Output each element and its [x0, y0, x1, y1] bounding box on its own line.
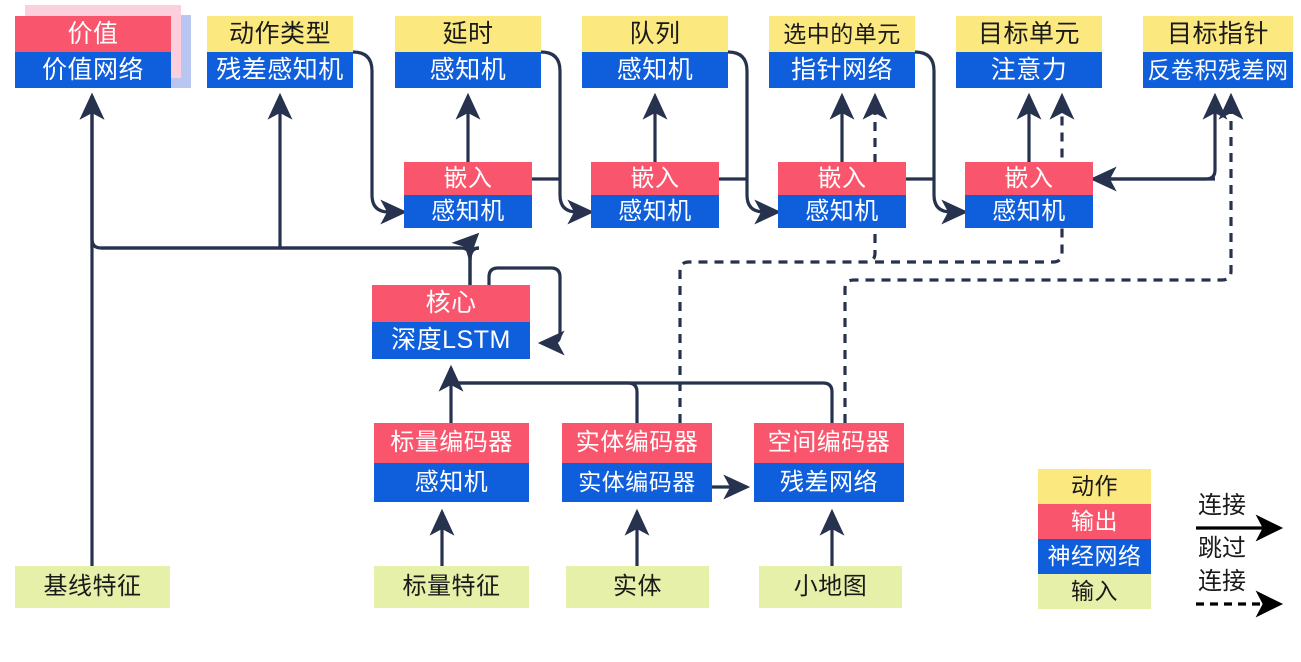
- output-node-selected-units[interactable]: 选中的单元 指针网络: [769, 16, 915, 88]
- output-node-delay-network: 感知机: [395, 52, 541, 88]
- embedding-node-4[interactable]: 嵌入 感知机: [965, 162, 1093, 228]
- output-node-target-point-action: 目标指针: [1143, 16, 1293, 52]
- encoder-node-entity[interactable]: 实体编码器 实体编码器: [562, 423, 712, 502]
- encoder-node-scalar-bottom: 感知机: [374, 463, 529, 502]
- input-node-scalar-features[interactable]: 标量特征: [374, 566, 529, 608]
- input-node-baseline-features[interactable]: 基线特征: [15, 566, 170, 608]
- edge-embed4-to-target-point: [1093, 92, 1228, 181]
- output-node-selected-units-action: 选中的单元: [769, 16, 915, 52]
- legend-swatch-network: 神经网络: [1038, 539, 1151, 574]
- legend-skip-label-line2: 连接: [1198, 568, 1246, 595]
- legend-swatch-output: 输出: [1038, 504, 1151, 539]
- embedding-node-4-top: 嵌入: [965, 162, 1093, 195]
- embedding-node-2-top: 嵌入: [591, 162, 719, 195]
- output-node-target-point-network: 反卷积残差网: [1143, 52, 1293, 88]
- embedding-node-2[interactable]: 嵌入 感知机: [591, 162, 719, 228]
- edge-core-bus-corner: [468, 246, 480, 261]
- output-node-target-point[interactable]: 目标指针 反卷积残差网: [1143, 16, 1293, 88]
- encoder-node-spatial-top: 空间编码器: [754, 423, 904, 463]
- encoder-node-entity-bottom: 实体编码器: [562, 463, 712, 502]
- edge-core-to-embed1-curve: [468, 236, 475, 248]
- embedding-node-1-top: 嵌入: [404, 162, 532, 195]
- edge-core-bus-right-stub: [468, 246, 480, 285]
- output-node-value[interactable]: 价值 价值网络: [15, 16, 171, 88]
- encoder-node-scalar[interactable]: 标量编码器 感知机: [374, 423, 529, 502]
- input-node-baseline-features-label: 基线特征: [15, 566, 170, 608]
- input-node-entities-label: 实体: [566, 566, 709, 608]
- edge-spatial-encoder-to-core: [449, 368, 834, 423]
- input-node-scalar-features-label: 标量特征: [374, 566, 529, 608]
- embedding-node-3-bottom: 感知机: [778, 195, 906, 228]
- output-node-action-type[interactable]: 动作类型 残差感知机: [207, 16, 353, 88]
- embedding-node-2-bottom: 感知机: [591, 195, 719, 228]
- output-node-queue-network: 感知机: [582, 52, 728, 88]
- embedding-node-1[interactable]: 嵌入 感知机: [404, 162, 532, 228]
- embedding-node-1-bottom: 感知机: [404, 195, 532, 228]
- core-node[interactable]: 核心 深度LSTM: [372, 285, 530, 359]
- legend-swatch-input: 输入: [1038, 574, 1151, 609]
- encoder-node-spatial[interactable]: 空间编码器 残差网络: [754, 423, 904, 502]
- output-node-target-unit-action: 目标单元: [956, 16, 1102, 52]
- input-node-entities[interactable]: 实体: [566, 566, 709, 608]
- output-node-target-unit[interactable]: 目标单元 注意力: [956, 16, 1102, 88]
- core-node-top: 核心: [372, 285, 530, 322]
- encoder-node-spatial-bottom: 残差网络: [754, 463, 904, 502]
- legend-skip-label-line1: 跳过: [1198, 535, 1246, 562]
- output-node-queue-action: 队列: [582, 16, 728, 52]
- output-node-queue[interactable]: 队列 感知机: [582, 16, 728, 88]
- core-node-bottom: 深度LSTM: [372, 322, 530, 359]
- output-node-value-network: 价值网络: [15, 52, 171, 88]
- embedding-node-3[interactable]: 嵌入 感知机: [778, 162, 906, 228]
- output-node-value-action: 价值: [15, 16, 171, 52]
- edge-entity-encoder-to-core: [449, 368, 639, 423]
- output-node-action-type-network: 残差感知机: [207, 52, 353, 88]
- embedding-node-4-bottom: 感知机: [965, 195, 1093, 228]
- encoder-node-scalar-top: 标量编码器: [374, 423, 529, 463]
- legend-color-stack: 动作 输出 神经网络 输入: [1038, 469, 1151, 609]
- output-node-target-unit-network: 注意力: [956, 52, 1102, 88]
- input-node-minimap-label: 小地图: [759, 566, 902, 608]
- encoder-node-entity-top: 实体编码器: [562, 423, 712, 463]
- output-node-delay[interactable]: 延时 感知机: [395, 16, 541, 88]
- embedding-node-3-top: 嵌入: [778, 162, 906, 195]
- legend-connection-label: 连接: [1198, 492, 1246, 519]
- input-node-minimap[interactable]: 小地图: [759, 566, 902, 608]
- edge-core-to-embed1: [451, 232, 480, 261]
- legend-swatch-action: 动作: [1038, 469, 1151, 504]
- output-node-action-type-action: 动作类型: [207, 16, 353, 52]
- output-node-delay-action: 延时: [395, 16, 541, 52]
- output-node-selected-units-network: 指针网络: [769, 52, 915, 88]
- skip-spatial-encoder-to-target-point: [843, 92, 1244, 423]
- skip-entity-encoder-to-selected-units: [678, 92, 888, 423]
